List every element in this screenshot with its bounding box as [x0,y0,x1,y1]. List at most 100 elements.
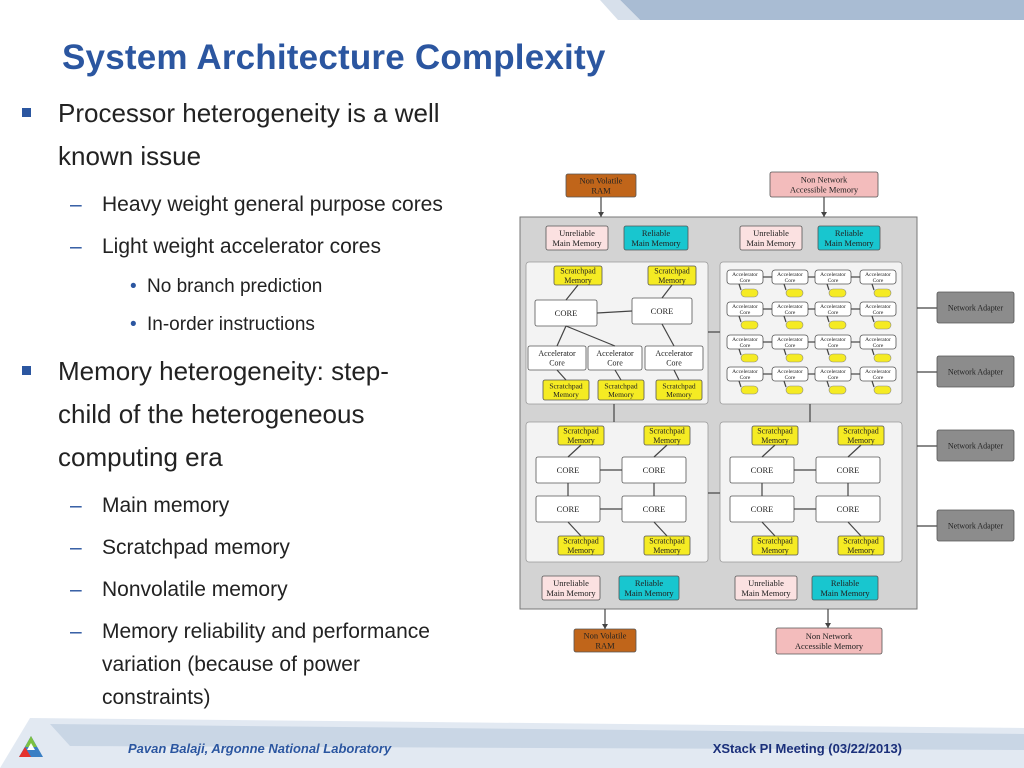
reliable-memory-top-right-label: Reliable [835,228,864,238]
unreliable-memory-bottom-left-shape [541,575,601,601]
connector-line [565,325,616,347]
subbullet-text: Light weight accelerator cores [102,235,381,258]
acc-link [783,348,787,356]
subbullet-nonvolatile-memory: – Nonvolatile memory [18,569,528,611]
general-core: CORE [535,456,601,484]
reliable-memory-top-left-label: Main Memory [631,238,681,248]
accelerator-core-small-label: Core [873,278,884,284]
accelerator-core-small-label: Accelerator [777,337,803,343]
dash-marker: – [70,620,82,643]
subbullet-scratchpad-memory: – Scratchpad memory [18,527,528,569]
subbullet-text: Scratchpad memory [102,536,290,559]
reliable-memory-top-left-shape [623,225,689,251]
top-header-band [600,0,1024,20]
acc-link [738,315,742,323]
unreliable-memory-bottom-left-label: Unreliable [553,578,589,588]
connector-line [614,369,622,381]
dash-marker: – [70,536,82,559]
scratchpad-small [740,320,759,330]
reliable-memory-top-right-label: Main Memory [824,238,874,248]
non-network-memory-bottom-label: Accessible Memory [795,641,864,651]
accelerator-core-label: Core [607,358,623,367]
accelerator-core-small-label: Core [828,343,839,349]
general-core: CORE [631,297,693,325]
acc-link [783,315,787,323]
scratchpad-memory-label: Scratchpad [757,427,793,436]
arrowhead [598,212,604,217]
accelerator-core-small-label: Accelerator [820,337,846,343]
accelerator-core-small-label: Accelerator [732,272,758,278]
scratchpad-memory-label: Memory [761,436,789,445]
connector-line [761,444,776,458]
accelerator-core-small-label: Accelerator [865,337,891,343]
scratchpad-memory-label: Scratchpad [843,537,879,546]
square-bullet-marker [22,108,31,117]
subsubbullet-text: In-order instructions [147,314,315,335]
scratchpad-memory-label: Scratchpad [649,537,685,546]
non-network-memory-top-label: Accessible Memory [790,184,859,194]
scratchpad-memory-label: Scratchpad [654,267,690,276]
subbullet-line: constraints) [102,686,211,709]
connector-line [673,369,680,381]
scratchpad-memory-label: Memory [564,276,592,285]
scratchpad-memory-label: Memory [653,436,681,445]
scratchpad-small [828,353,847,363]
scratchpad-memory-label: Memory [666,390,692,399]
connector-line [596,310,633,314]
subbullet-text: Heavy weight general purpose cores [102,193,443,216]
nonvolatile-ram-top-label: RAM [591,185,611,195]
reliable-memory-bottom-right-label: Main Memory [820,588,870,598]
unreliable-memory-bottom-right-shape [734,575,798,601]
dash-marker: – [70,235,82,258]
dash-marker: – [70,494,82,517]
scratchpad-memory-label: Scratchpad [563,427,599,436]
general-core: CORE [534,299,598,327]
accelerator-core-small-label: Accelerator [732,337,758,343]
bullet-line: Memory heterogeneity: step- [58,356,389,386]
scratchpad-small [785,320,804,330]
acc-link [783,380,787,388]
scratchpad-memory-label: Memory [658,276,686,285]
general-core-label: CORE [837,465,860,475]
general-core-label: CORE [751,465,774,475]
accelerator-core-small-label: Core [828,278,839,284]
scratchpad-memory-label: Memory [847,546,875,555]
acc-link [738,348,742,356]
subsubbullet-text: No branch prediction [147,276,323,297]
reliable-memory-bottom-left-label: Reliable [635,578,664,588]
acc-link [871,315,875,323]
scratchpad-small [828,385,847,395]
arrowhead [821,212,827,217]
accelerator-core-label: Core [666,358,682,367]
acc-link [871,283,875,291]
accelerator-core-small-label: Accelerator [777,369,803,375]
accelerator-core-small-label: Accelerator [732,369,758,375]
connector-line [567,444,582,458]
scratchpad-memory-label: Scratchpad [604,381,638,390]
connector-line [567,521,582,537]
general-core-label: CORE [557,465,580,475]
dash-marker: – [70,578,82,601]
acc-link [738,283,742,291]
unreliable-memory-top-right-label: Main Memory [746,238,796,248]
scratchpad-memory-label: Memory [608,390,634,399]
connector-line [556,325,567,347]
general-core-label: CORE [643,465,666,475]
accelerator-core-small-label: Core [873,375,884,381]
